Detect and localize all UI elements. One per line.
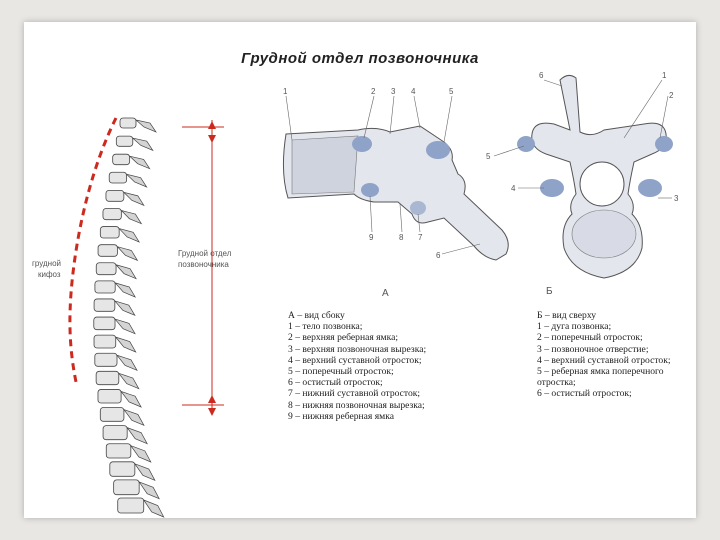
side-label-3: 3 bbox=[391, 87, 396, 96]
spine-column bbox=[93, 117, 165, 518]
spine-process bbox=[114, 318, 136, 335]
spine-vertebra bbox=[113, 479, 140, 496]
kyphosis-curve bbox=[68, 117, 118, 383]
side-label-9: 9 bbox=[369, 233, 374, 242]
side-label-8: 8 bbox=[399, 233, 404, 242]
caption-b-item: 4 – верхний суставной отросток; bbox=[537, 354, 671, 366]
caption-a-item: 5 – поперечный отросток; bbox=[288, 366, 394, 378]
spine-process bbox=[120, 209, 143, 225]
vertebra-top-view: 6 1 2 5 4 3 Б bbox=[486, 71, 679, 297]
spine-process bbox=[131, 137, 154, 152]
spine-process bbox=[125, 173, 148, 188]
spine-vertebra bbox=[102, 425, 128, 441]
caption-a-item: 9 – нижняя реберная ямка bbox=[288, 410, 394, 422]
spine-process bbox=[126, 426, 148, 445]
caption-a-item: 2 – верхняя реберная ямка; bbox=[288, 332, 399, 344]
top-label-2: 2 bbox=[669, 91, 674, 100]
caption-b-item: 2 – поперечный отросток; bbox=[537, 332, 643, 344]
spine-vertebra bbox=[97, 244, 118, 257]
spine-vertebra bbox=[93, 316, 116, 331]
spine-vertebra bbox=[99, 226, 120, 239]
spine-process bbox=[138, 481, 160, 500]
side-label-6: 6 bbox=[436, 251, 441, 260]
side-label-7: 7 bbox=[418, 233, 423, 242]
spine-vertebra bbox=[99, 407, 125, 422]
top-label-5: 5 bbox=[486, 152, 491, 161]
spine-process bbox=[114, 282, 137, 298]
caption-a-item: 4 – верхний суставной отросток; bbox=[288, 354, 422, 366]
caption-a-heading: А – вид сбоку bbox=[288, 310, 345, 321]
spine-vertebra bbox=[117, 497, 145, 514]
spine-vertebra bbox=[93, 334, 117, 349]
side-label-1: 1 bbox=[283, 87, 288, 96]
caption-b-item: 5 – реберная ямка поперечного отростка; bbox=[537, 366, 664, 389]
spine-process bbox=[117, 372, 140, 390]
spine-vertebra bbox=[112, 153, 131, 166]
spine-process bbox=[122, 191, 145, 207]
spine-vertebra bbox=[108, 171, 128, 184]
slide-title: Грудной отдел позвоночника bbox=[241, 50, 479, 67]
spine-vertebra bbox=[97, 389, 122, 404]
spine-process bbox=[128, 155, 151, 170]
spine-vertebra bbox=[105, 189, 125, 202]
spine-vertebra bbox=[95, 262, 117, 276]
spine-process bbox=[116, 354, 138, 372]
spine-process bbox=[114, 264, 137, 280]
spine-process bbox=[116, 246, 139, 262]
kyphosis-label-1: грудной bbox=[32, 259, 61, 268]
caption-a-item: 8 – нижняя позвоночная вырезка; bbox=[288, 399, 425, 411]
spine-vertebra bbox=[93, 298, 116, 312]
vertebra-side-view: 1 2 3 4 5 6 7 8 9 А bbox=[282, 87, 509, 299]
spine-process bbox=[122, 408, 145, 427]
caption-b-item: 3 – позвоночное отверстие; bbox=[537, 343, 649, 355]
caption-a-item: 3 – верхняя позвоночная вырезка; bbox=[288, 343, 427, 355]
view-a-letter: А bbox=[382, 288, 389, 299]
region-bracket bbox=[182, 120, 224, 416]
spine-process bbox=[134, 119, 157, 133]
spine-process bbox=[129, 444, 152, 463]
view-b-letter: Б bbox=[546, 286, 553, 297]
spine-vertebra bbox=[115, 135, 134, 147]
region-label-2: позвоночника bbox=[178, 260, 229, 269]
side-label-5: 5 bbox=[449, 87, 454, 96]
spine-vertebra bbox=[109, 461, 136, 477]
caption-a-item: 1 – тело позвонка; bbox=[288, 321, 363, 333]
spine-vertebra bbox=[94, 352, 118, 367]
caption-b-item: 1 – дуга позвонка; bbox=[537, 321, 612, 333]
spine-vertebra bbox=[95, 370, 120, 386]
top-label-3: 3 bbox=[674, 194, 679, 203]
spine-vertebra bbox=[102, 208, 122, 221]
spine-process bbox=[118, 227, 141, 243]
spine-process bbox=[120, 390, 142, 408]
caption-side-view: А – вид сбоку 1 – тело позвонка; 2 – вер… bbox=[288, 310, 488, 422]
side-label-2: 2 bbox=[371, 87, 376, 96]
spine-process bbox=[113, 300, 136, 317]
illustration: грудной кифоз Грудной отдел позвоночника bbox=[32, 71, 679, 518]
top-label-1: 1 bbox=[662, 71, 667, 80]
spine-vertebra bbox=[94, 280, 116, 294]
spine-process bbox=[133, 463, 156, 482]
slide: Грудной отдел позвоночника грудной кифоз… bbox=[24, 22, 696, 518]
spine-vertebra bbox=[105, 443, 132, 459]
caption-b-item: 6 – остистый отросток; bbox=[537, 388, 632, 400]
spine-process bbox=[142, 499, 165, 518]
top-label-4: 4 bbox=[511, 184, 516, 193]
region-label-1: Грудной отдел bbox=[178, 249, 232, 258]
spine-process bbox=[114, 336, 137, 353]
caption-a-item: 6 – остистый отросток; bbox=[288, 377, 383, 389]
kyphosis-label-2: кифоз bbox=[38, 270, 61, 279]
side-label-4: 4 bbox=[411, 87, 416, 96]
caption-top-view: Б – вид сверху 1 – дуга позвонка; 2 – по… bbox=[537, 310, 677, 400]
caption-a-item: 7 – нижний суставной отросток; bbox=[288, 388, 421, 400]
spine-vertebra bbox=[119, 117, 137, 129]
caption-b-heading: Б – вид сверху bbox=[537, 310, 597, 321]
top-label-6: 6 bbox=[539, 71, 544, 80]
